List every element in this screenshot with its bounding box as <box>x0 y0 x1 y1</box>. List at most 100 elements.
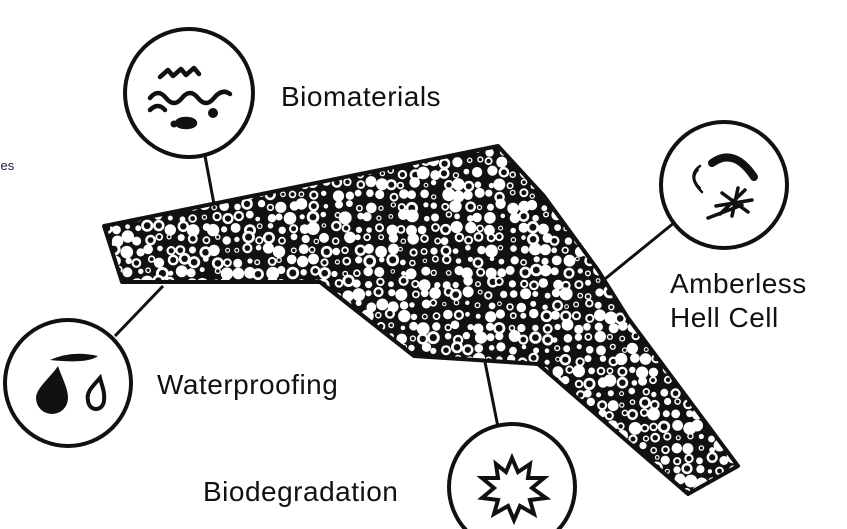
pore-bubble <box>233 421 245 434</box>
pore-bubble <box>190 298 201 310</box>
pore-bubble <box>220 433 229 442</box>
pore-bubble-core <box>309 303 315 309</box>
pore-bubble-core <box>576 381 582 387</box>
pore-bubble <box>717 419 727 429</box>
pore-bubble <box>672 246 683 257</box>
pore-bubble <box>453 400 459 405</box>
pore-bubble <box>463 276 473 286</box>
pore-bubble <box>135 191 141 197</box>
pore-bubble <box>710 490 716 494</box>
pore-bubble <box>319 421 333 435</box>
pore-bubble-core <box>510 326 514 330</box>
pore-bubble-core <box>661 300 668 307</box>
pore-bubble <box>418 146 431 148</box>
pore-bubble-core <box>400 278 407 284</box>
pore-bubble <box>407 419 421 432</box>
pore-bubble <box>156 488 163 494</box>
pore-bubble-core <box>663 237 670 244</box>
pore-bubble-core <box>521 138 524 141</box>
pore-bubble-core <box>171 411 175 415</box>
pore-bubble-core <box>170 360 175 365</box>
pore-bubble-core <box>655 456 659 459</box>
amberless-label-line2: Hell Cell <box>670 302 779 333</box>
pore-bubble-core <box>586 334 591 339</box>
pore-bubble <box>585 480 593 487</box>
pore-bubble-core <box>529 236 537 243</box>
pore-bubble-core <box>389 465 395 471</box>
pore-bubble <box>309 323 318 332</box>
pore-bubble <box>594 236 604 246</box>
pore-bubble <box>443 367 450 374</box>
pore-bubble <box>574 190 582 199</box>
pore-bubble-core <box>276 291 284 299</box>
pore-bubble <box>688 358 693 363</box>
pore-bubble <box>718 377 723 383</box>
pore-bubble <box>236 412 241 418</box>
pore-bubble <box>241 432 254 446</box>
pore-bubble <box>375 189 385 200</box>
pore-bubble <box>322 134 329 141</box>
pore-bubble-core <box>403 158 407 161</box>
pore-bubble <box>507 202 519 215</box>
pore-bubble-core <box>368 403 372 407</box>
pore-bubble <box>563 334 573 343</box>
pore-bubble-core <box>641 399 649 406</box>
pore-bubble-core <box>146 268 150 272</box>
pore-bubble <box>594 309 606 322</box>
pore-bubble-core <box>585 215 590 220</box>
pore-bubble <box>255 216 261 222</box>
pore-bubble <box>207 341 220 354</box>
pore-bubble <box>280 146 287 154</box>
pore-bubble <box>412 457 419 464</box>
pore-bubble-core <box>600 448 603 451</box>
pore-bubble-core <box>685 247 690 253</box>
pore-bubble-core <box>214 213 220 220</box>
pore-bubble <box>693 355 706 368</box>
pore-bubble-core <box>390 149 396 155</box>
pore-bubble <box>519 366 527 375</box>
pore-bubble <box>239 156 253 170</box>
pore-bubble <box>642 268 649 275</box>
pore-bubble <box>654 304 660 310</box>
pore-bubble <box>279 343 287 351</box>
pore-bubble-core <box>135 421 142 428</box>
pore-bubble <box>449 200 462 213</box>
pore-bubble <box>586 397 595 407</box>
pore-bubble <box>124 146 132 154</box>
pore-bubble-core <box>344 333 349 338</box>
pore-bubble-core <box>225 260 230 265</box>
pore-bubble-core <box>375 289 382 295</box>
pore-bubble <box>477 245 486 255</box>
pore-bubble <box>563 420 571 428</box>
pore-bubble-core <box>190 216 196 221</box>
pore-bubble <box>386 452 396 462</box>
pore-bubble <box>123 180 131 188</box>
pore-bubble <box>286 254 297 265</box>
pore-bubble <box>627 201 640 214</box>
pore-bubble <box>104 473 109 485</box>
pore-bubble <box>272 245 286 258</box>
pore-bubble-core <box>609 278 617 286</box>
pore-bubble-core <box>144 190 150 195</box>
pore-bubble-core <box>423 314 427 319</box>
pore-bubble <box>576 344 582 350</box>
pore-bubble <box>345 313 350 319</box>
pore-bubble <box>599 160 605 166</box>
pore-bubble <box>564 237 573 245</box>
pore-bubble <box>123 422 134 433</box>
pore-bubble <box>541 257 549 265</box>
pore-bubble-core <box>578 467 583 472</box>
pore-bubble <box>354 391 362 399</box>
pore-bubble-core <box>717 468 722 474</box>
pore-bubble-core <box>115 139 118 142</box>
pore-bubble-core <box>345 277 352 285</box>
pore-bubble-core <box>545 326 551 332</box>
pore-bubble <box>465 221 477 234</box>
pore-bubble-core <box>336 213 340 217</box>
pore-bubble-core <box>467 203 474 210</box>
pore-bubble-core <box>397 444 405 451</box>
pore-bubble-core <box>606 413 612 419</box>
pore-bubble <box>265 429 278 442</box>
pore-bubble-core <box>322 224 326 227</box>
pore-bubble-core <box>599 402 605 409</box>
